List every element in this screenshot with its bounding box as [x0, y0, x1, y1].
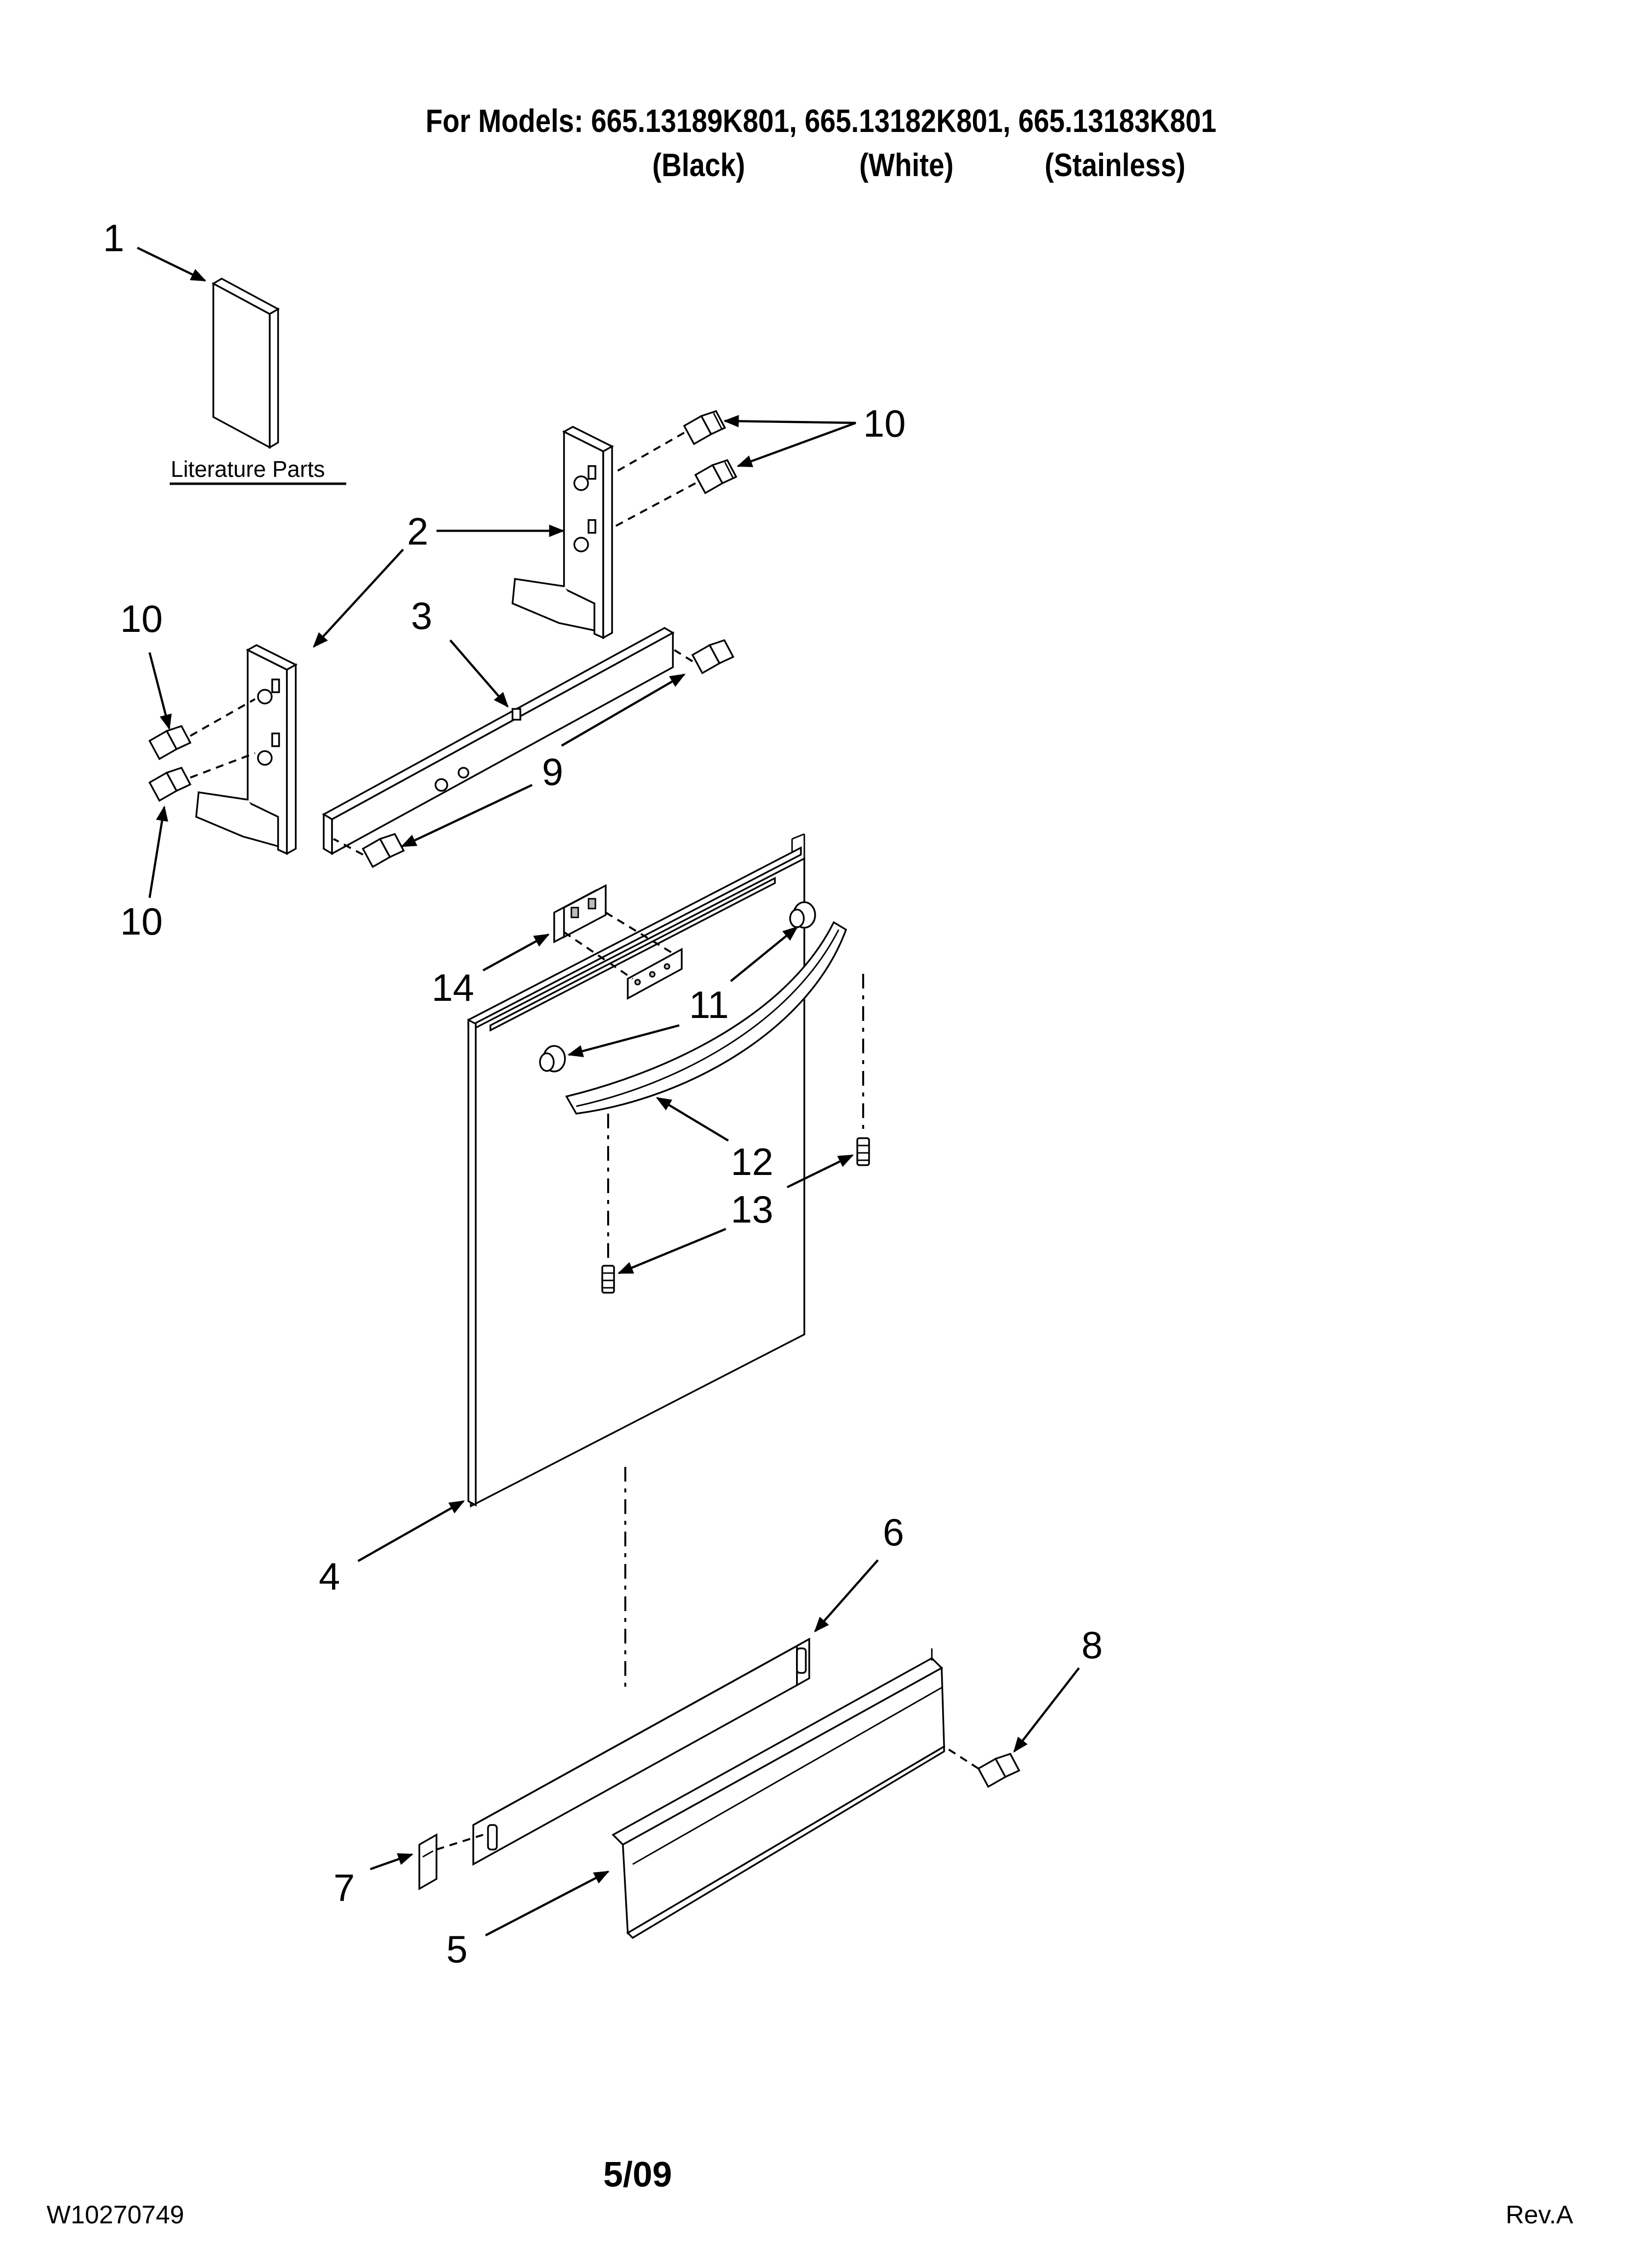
- rail-screw-right: [691, 639, 735, 675]
- callout-1-arrow: [137, 246, 206, 282]
- hinge-bracket-left: [195, 644, 298, 855]
- callout-9-arrow-left: [401, 783, 533, 848]
- callout-11-arrow-right: [730, 926, 798, 982]
- handle-stud-right: [789, 901, 816, 929]
- hinge-block-path-a: [563, 931, 634, 980]
- callout-14: 14: [432, 966, 474, 1009]
- callout-8-arrow: [1013, 1667, 1080, 1753]
- screw-left-2: [148, 766, 192, 802]
- callout-2: 2: [407, 510, 428, 553]
- callout-8: 8: [1081, 1623, 1103, 1667]
- callout-10-arrow-a: [723, 415, 856, 428]
- callout-6-arrow: [814, 1559, 879, 1633]
- callout-7: 7: [334, 1866, 355, 1909]
- callout-9: 9: [542, 750, 563, 793]
- callout-11: 11: [689, 983, 729, 1026]
- toe-screw-path: [943, 1746, 979, 1770]
- callout-11-arrow-left: [567, 1024, 680, 1057]
- hinge-bracket-right: [512, 426, 614, 639]
- inner-toe-panel: [472, 1638, 810, 1866]
- handle-screw-right: [856, 1137, 870, 1166]
- screw-top-2-path: [613, 482, 696, 528]
- callout-3-arrow: [449, 639, 509, 708]
- literature-booklet: [211, 277, 280, 449]
- panel-clip: [418, 1833, 437, 1891]
- rail-screw-left-path: [333, 838, 363, 856]
- callout-9-arrow-right: [561, 674, 686, 747]
- toe-panel: [612, 1648, 945, 1939]
- revision-label: Rev.A: [1506, 2201, 1573, 2229]
- door-handle: [565, 921, 847, 1115]
- document-number: W10270749: [47, 2201, 184, 2229]
- models-header: For Models: 665.13189K801, 665.13182K801…: [425, 103, 1217, 139]
- callout-10-top: 10: [863, 402, 906, 445]
- callout-4: 4: [319, 1555, 340, 1598]
- callout-13-arrow-right: [787, 1154, 854, 1189]
- callout-12: 12: [731, 1140, 773, 1183]
- callout-13: 13: [731, 1188, 773, 1231]
- screw-top-1-path: [613, 432, 685, 474]
- hinge-block: [553, 884, 607, 943]
- handle-screw-left: [601, 1265, 615, 1294]
- callout-6: 6: [883, 1511, 904, 1554]
- color-stainless-label: (Stainless): [1045, 147, 1186, 183]
- callout-7-arrow: [370, 1853, 413, 1871]
- callout-5: 5: [446, 1928, 467, 1971]
- callout-13-arrow-left: [617, 1227, 726, 1275]
- support-rail: [322, 626, 675, 856]
- callout-10-arrow-left-bottom: [148, 805, 168, 898]
- callout-5-arrow: [485, 1871, 610, 1936]
- literature-parts-label: Literature Parts: [171, 456, 325, 482]
- revision-date: 5/09: [603, 2155, 672, 2194]
- screw-left-1-path: [190, 698, 256, 737]
- callout-10-arrow-left-top: [148, 652, 172, 730]
- callout-3: 3: [411, 594, 432, 637]
- color-white-label: (White): [859, 147, 954, 183]
- color-black-label: (Black): [652, 147, 745, 183]
- door-panel: [467, 833, 805, 1508]
- callout-4-arrow: [357, 1500, 465, 1562]
- callout-10-left-top: 10: [120, 597, 163, 640]
- screw-top-2: [694, 459, 738, 495]
- callout-10-arrow-b: [737, 421, 856, 468]
- callout-10-left-bottom: 10: [120, 900, 163, 943]
- toe-panel-screw: [977, 1752, 1021, 1788]
- rail-screw-left: [361, 833, 405, 868]
- callout-2-arrow-left: [312, 548, 404, 648]
- callout-14-arrow: [482, 934, 550, 971]
- callout-1: 1: [103, 216, 124, 260]
- callout-12-arrow: [656, 1097, 729, 1142]
- screw-top-1: [683, 410, 726, 445]
- handle-stud-left: [539, 1045, 566, 1072]
- screw-left-1: [148, 725, 192, 760]
- screw-left-2-path: [190, 752, 256, 779]
- rail-screw-right-path: [673, 649, 693, 662]
